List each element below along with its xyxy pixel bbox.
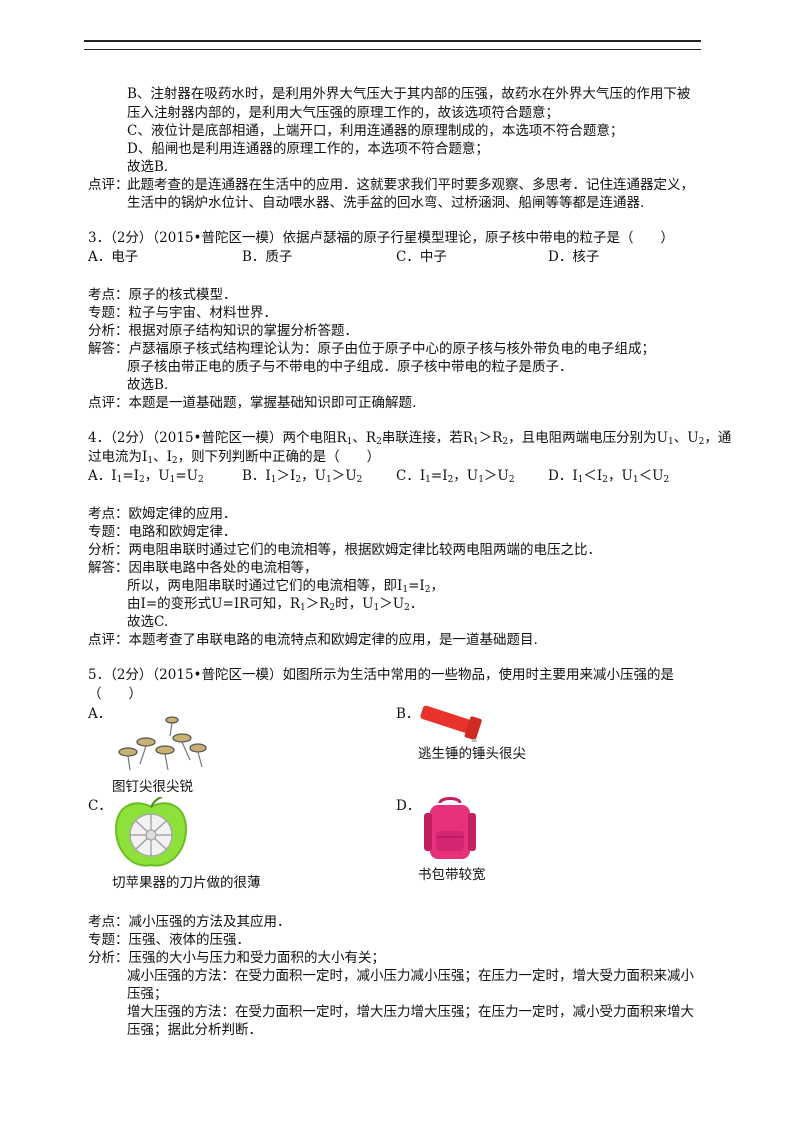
q4-fenxi: 分析：两电阻串联时通过它们的电流相等，根据欧姆定律比较两电阻两端的电压之比．: [88, 542, 601, 558]
q3-fenxi: 分析：根据对原子结构知识的掌握分析答题．: [88, 323, 358, 339]
q4-jieda-3: 由I=的变形式U=IR可知，R1＞R2时，U1＞U2．: [127, 596, 424, 613]
q3-jieda-3: 故选B.: [127, 377, 169, 393]
q4-option-a: A．I1=I2，U1=U2: [88, 468, 204, 485]
q3-option-b: B．质子: [242, 249, 293, 265]
top-comment-line-2: 生活中的锅炉水位计、自动喂水器、洗手盆的回水弯、过桥涵洞、船闸等等都是连通器.: [127, 195, 645, 211]
q5-stem-line-2: （ ）: [88, 686, 142, 702]
q3-jieda-1: 解答：卢瑟福原子核式结构理论认为：原子由位于原子中心的原子核与核外带负电的电子组…: [88, 341, 655, 357]
q5-fenxi-4: 增大压强的方法：在受力面积一定时，增大压力增大压强；在压力一定时，减小受力面积来…: [127, 1004, 694, 1020]
q5-option-d-label: D．: [396, 798, 421, 814]
q5-option-b-label: B．: [396, 706, 420, 722]
top-line-1: B、注射器在吸药水时，是利用外界大气压大于其内部的压强，故药水在外界大气压的作用…: [127, 86, 691, 102]
q4-option-c: C．I1=I2，U1＞U2: [396, 468, 515, 485]
q5-option-c-caption: 切苹果器的刀片做的很薄: [112, 875, 261, 891]
q4-jieda-1: 解答：因串联电路中各处的电流相等，: [88, 560, 318, 576]
q5-fenxi-1: 分析：压强的大小与压力和受力面积的大小有关；: [88, 950, 385, 966]
top-line-2: 压入注射器内部的，是利用大气压强的原理工作的，故该选项符合题意；: [127, 105, 559, 121]
q3-jieda-2: 原子核由带正电的质子与不带电的中子组成．原子核中带电的粒子是质子．: [127, 359, 573, 375]
q5-fenxi-5: 压强；据此分析判断．: [127, 1022, 262, 1038]
q4-option-b: B．I1＞I2，U1＞U2: [242, 468, 363, 485]
top-comment-line-1: 此题考查的是连通器在生活中的应用．这就要求我们平时要多观察、多思考．记住连通器定…: [127, 177, 694, 193]
header-rule-top: [84, 40, 701, 42]
top-comment-label: 点评：: [88, 177, 129, 193]
q3-option-a: A．电子: [88, 249, 139, 265]
apple-slicer-image: [114, 797, 188, 867]
q5-zhuanti: 专题：压强、液体的压强．: [88, 932, 250, 948]
header-rule-bottom: [84, 49, 701, 50]
q5-option-b-caption: 逃生锤的锤头很尖: [418, 746, 526, 762]
q5-option-d-caption: 书包带较宽: [418, 867, 486, 883]
backpack-image: [424, 797, 476, 859]
q4-dianping: 点评：本题考查了串联电路的电流特点和欧姆定律的应用，是一道基础题目.: [88, 632, 538, 648]
q4-stem-line-1: 4．（2分）（2015•普陀区一模）两个电阻R1、R2串联连接，若R1＞R2，且…: [88, 430, 732, 447]
q3-option-d: D．核子: [548, 249, 600, 265]
q5-kaodian: 考点：减小压强的方法及其应用．: [88, 914, 291, 930]
q5-option-a-label: A．: [88, 706, 112, 722]
q5-stem-line-1: 5．（2分）（2015•普陀区一模）如图所示为生活中常用的一些物品，使用时主要用…: [88, 667, 674, 683]
q4-stem-line-2: 过电流为I1、I2，则下列判断中正确的是（ ）: [88, 449, 381, 466]
q3-stem: 3．（2分）（2015•普陀区一模）依据卢瑟福的原子行星模型理论，原子核中带电的…: [88, 230, 674, 246]
q4-kaodian: 考点：欧姆定律的应用．: [88, 506, 237, 522]
q3-kaodian: 考点：原子的核式模型．: [88, 287, 237, 303]
q5-option-c-label: C．: [88, 798, 112, 814]
top-line-5: 故选B.: [127, 159, 169, 175]
q4-zhuanti: 专题：电路和欧姆定律．: [88, 524, 237, 540]
q4-jieda-2: 所以，两电阻串联时通过它们的电流相等，即I1=I2，: [127, 578, 444, 595]
thumbtacks-image: [118, 716, 207, 771]
escape-hammer-image: [420, 705, 482, 742]
q3-dianping: 点评：本题是一道基础题，掌握基础知识即可正确解题.: [88, 395, 417, 411]
q4-option-d: D．I1＜I2，U1＜U2: [548, 468, 670, 485]
q3-option-c: C．中子: [396, 249, 447, 265]
q5-fenxi-3: 压强；: [127, 986, 168, 1002]
q5-option-a-caption: 图钉尖很尖锐: [112, 779, 193, 795]
q5-fenxi-2: 减小压强的方法：在受力面积一定时，减小压力减小压强；在压力一定时，增大受力面积来…: [127, 968, 694, 984]
q4-jieda-4: 故选C.: [127, 614, 169, 630]
top-line-4: D、船闸也是利用连通器的原理工作的，本选项不符合题意；: [127, 141, 489, 157]
top-line-3: C、液位计是底部相通，上端开口，利用连通器的原理制成的，本选项不符合题意；: [127, 123, 624, 139]
q3-zhuanti: 专题：粒子与宇宙、材料世界．: [88, 305, 277, 321]
